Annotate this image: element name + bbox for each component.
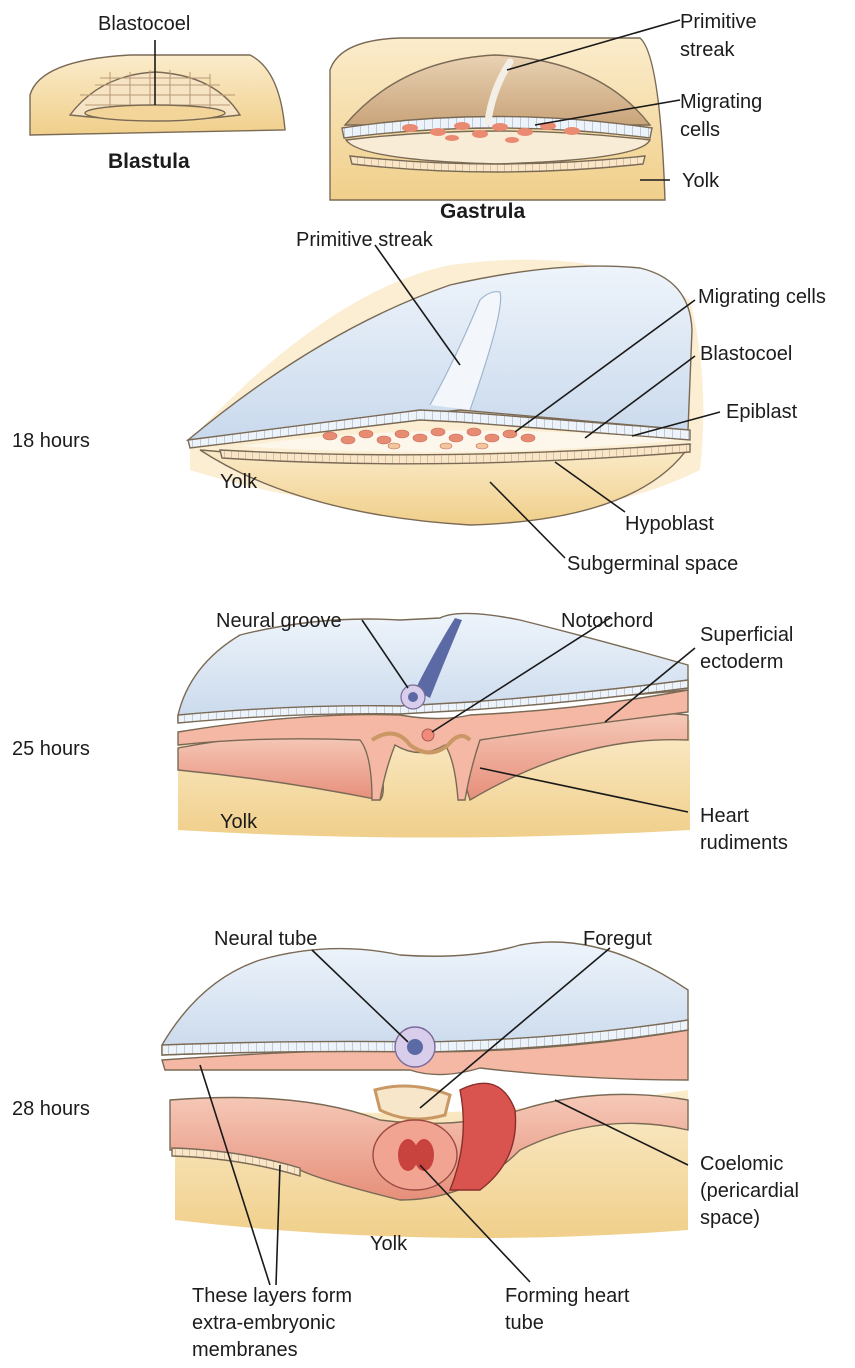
h28-layers-label-3: membranes [192,1339,298,1361]
h25-yolk-label: Yolk [220,811,258,833]
h28-neural-tube-label: Neural tube [214,928,317,950]
h18-subgerminal-label: Subgerminal space [567,553,738,575]
h25-heart-label-1: Heart [700,805,749,827]
panel-25-hours: Neural groove Notochord Superficial ecto… [12,610,793,854]
blastula-cavity [85,105,225,121]
gastrula-yolk-label: Yolk [682,170,720,192]
h25-notochord [422,729,434,741]
h25-time-label: 25 hours [12,738,90,760]
h25-superficial-label-2: ectoderm [700,651,783,673]
gastrula-title: Gastrula [440,200,526,223]
h25-notochord-label: Notochord [561,610,653,632]
h28-coelomic-label-3: space) [700,1207,760,1229]
h28-yolk-label: Yolk [370,1233,408,1255]
h18-hypoblast-label: Hypoblast [625,513,714,535]
h25-neural-groove-label: Neural groove [216,610,342,632]
h28-coelomic-label-2: (pericardial [700,1180,799,1202]
blastula-blastocoel-label: Blastocoel [98,13,190,35]
h28-layers-label-2: extra-embryonic [192,1312,335,1334]
blastula-title: Blastula [108,150,190,173]
gastrula-primitive-label-2: streak [680,39,735,61]
h18-migrating-cells-label: Migrating cells [698,286,826,308]
gastrula-primitive-label-1: Primitive [680,11,757,33]
h28-time-label: 28 hours [12,1098,90,1120]
gastrula-migrating-label-1: Migrating [680,91,762,113]
h25-superficial-label-1: Superficial [700,624,793,646]
h25-heart-label-2: rudiments [700,832,788,854]
blastula-panel: Blastocoel Blastula [30,13,285,173]
h28-foregut [375,1086,450,1119]
h28-heart-tube-label-2: tube [505,1312,544,1334]
panel-28-hours: Neural tube Foregut 28 hours Coelomic (p… [12,928,799,1361]
gastrula-migrating-label-2: cells [680,119,720,141]
h18-epiblast-label: Epiblast [726,401,798,423]
h28-heart-tube-label-1: Forming heart [505,1285,630,1307]
h28-layers-label-1: These layers form [192,1285,352,1307]
gastrula-panel: Primitive streak Migrating cells Yolk Ga… [330,11,762,223]
h18-primitive-streak-label: Primitive streak [296,229,434,251]
h18-time-label: 18 hours [12,430,90,452]
h18-blastocoel-label: Blastocoel [700,343,792,365]
h28-foregut-label: Foregut [583,928,652,950]
h28-coelomic-label-1: Coelomic [700,1153,783,1175]
panel-18-hours: Primitive streak Migrating cells Blastoc… [12,229,826,575]
h18-yolk-label: Yolk [220,471,258,493]
